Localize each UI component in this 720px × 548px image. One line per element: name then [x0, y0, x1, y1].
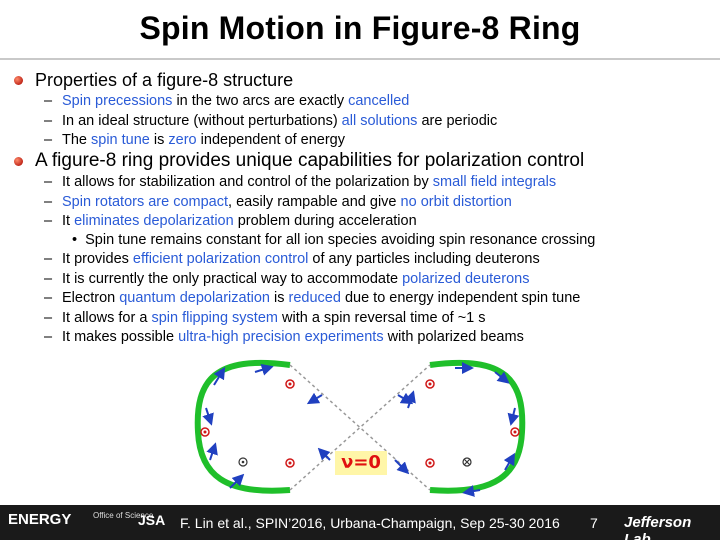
text-segment: It — [62, 213, 75, 229]
slide-title: Spin Motion in Figure-8 Ring — [139, 10, 581, 46]
left-arc — [194, 359, 291, 494]
bullet-1-sub-3: –The spin tune is zero independent of en… — [44, 131, 345, 151]
text-segment: The — [62, 132, 92, 148]
text-segment: It is currently the only practical way t… — [62, 270, 403, 287]
bullet-2-sub-5: –It is currently the only practical way … — [44, 270, 529, 290]
text-segment: due to energy independent spin tune — [340, 290, 581, 306]
highlight-text: small field integrals — [432, 174, 557, 190]
page-number: 7 — [590, 515, 598, 531]
title-divider — [0, 58, 720, 60]
highlight-text: quantum depolarization — [119, 290, 270, 306]
bullet-1: Properties of a figure-8 structure — [14, 70, 293, 91]
dash-marker: – — [44, 93, 53, 109]
text-segment: is — [149, 132, 169, 148]
bullet-2-sub-3: –It eliminates depolarization problem du… — [44, 212, 417, 232]
dash-marker: – — [44, 132, 53, 148]
text-segment: It makes possible — [62, 329, 179, 345]
office-of-science-label: Office of Science — [93, 511, 154, 520]
text-segment: is — [269, 290, 289, 306]
text-segment: It provides — [62, 251, 133, 267]
highlight-text: polarized deuterons — [402, 270, 530, 287]
bullet-2-subsub: • Spin tune remains constant for all ion… — [72, 232, 595, 248]
highlight-text: spin flipping system — [151, 309, 278, 326]
text-segment: Electron — [62, 290, 120, 306]
dash-marker: – — [44, 174, 53, 190]
dash-marker: – — [44, 213, 53, 229]
dash-marker: – — [44, 193, 53, 210]
highlight-text: Spin rotators are compact — [62, 193, 229, 210]
bullet-2: A figure-8 ring provides unique capabili… — [14, 150, 584, 172]
footer-citation: F. Lin et al., SPIN’2016, Urbana-Champai… — [180, 515, 560, 531]
bullet-2-sub-1: –It allows for stabilization and control… — [44, 173, 556, 193]
right-arc — [429, 359, 526, 494]
straight-2 — [289, 364, 431, 491]
text-segment: of any particles including deuterons — [308, 251, 540, 267]
figure-8-ring-diagram — [194, 359, 526, 497]
bullet-2-sub-8: –It makes possible ultra-high precision … — [44, 328, 524, 348]
text-segment: with polarized beams — [383, 329, 524, 345]
text-segment: problem during acceleration — [233, 213, 417, 229]
subsub-bullet-icon: • — [72, 232, 86, 248]
text-segment: It allows for a — [62, 309, 152, 326]
bullet-2-sub-7: –It allows for a spin flipping system wi… — [44, 309, 486, 329]
energy-logo: ENERGY — [8, 511, 72, 528]
jefferson-lab-logo: Jefferson Lab — [624, 514, 692, 548]
highlight-text: all solutions — [341, 112, 418, 129]
dash-marker: – — [44, 309, 53, 326]
bullet-icon — [14, 76, 23, 85]
jsa-logo: JSA — [138, 512, 166, 528]
text-segment: with a spin reversal time of ~1 s — [277, 309, 486, 326]
dash-marker: – — [44, 290, 53, 306]
bullet-2-text: A figure-8 ring provides unique capabili… — [35, 150, 585, 171]
dash-marker: – — [44, 112, 53, 129]
highlight-text: cancelled — [348, 93, 410, 109]
highlight-text: no orbit distortion — [400, 193, 512, 210]
bullet-2-sub-6: –Electron quantum depolarization is redu… — [44, 289, 580, 309]
highlight-text: ultra-high precision experiments — [178, 329, 384, 345]
bullet-2-sub-2: –Spin rotators are compact, easily rampa… — [44, 193, 512, 213]
bullet-1-sub-1: –Spin precessions in the two arcs are ex… — [44, 92, 409, 112]
highlight-text: spin tune — [91, 132, 150, 148]
subsub-text: Spin tune remains constant for all ion s… — [85, 232, 596, 248]
text-segment: independent of energy — [196, 132, 345, 148]
highlight-text: zero — [168, 132, 197, 148]
dash-marker: – — [44, 270, 53, 287]
spin-tune-label: ν=0 — [335, 451, 387, 475]
text-segment: , easily rampable and give — [228, 193, 401, 210]
highlight-text: reduced — [288, 290, 341, 306]
text-segment: It allows for stabilization and control … — [62, 174, 433, 190]
bullet-1-text: Properties of a figure-8 structure — [35, 70, 294, 90]
dash-marker: – — [44, 251, 53, 267]
text-segment: In an ideal structure (without perturbat… — [62, 112, 342, 129]
highlight-text: efficient polarization control — [132, 251, 309, 267]
highlight-text: eliminates depolarization — [74, 213, 234, 229]
text-segment: are periodic — [417, 112, 498, 129]
text-segment: in the two arcs are exactly — [172, 93, 349, 109]
bullet-2-sub-4: –It provides efficient polarization cont… — [44, 250, 540, 270]
footer-bar — [0, 505, 720, 540]
highlight-text: Spin precessions — [62, 93, 173, 109]
bullet-1-sub-2: –In an ideal structure (without perturba… — [44, 112, 497, 132]
dash-marker: – — [44, 329, 53, 345]
bullet-icon — [14, 156, 23, 166]
